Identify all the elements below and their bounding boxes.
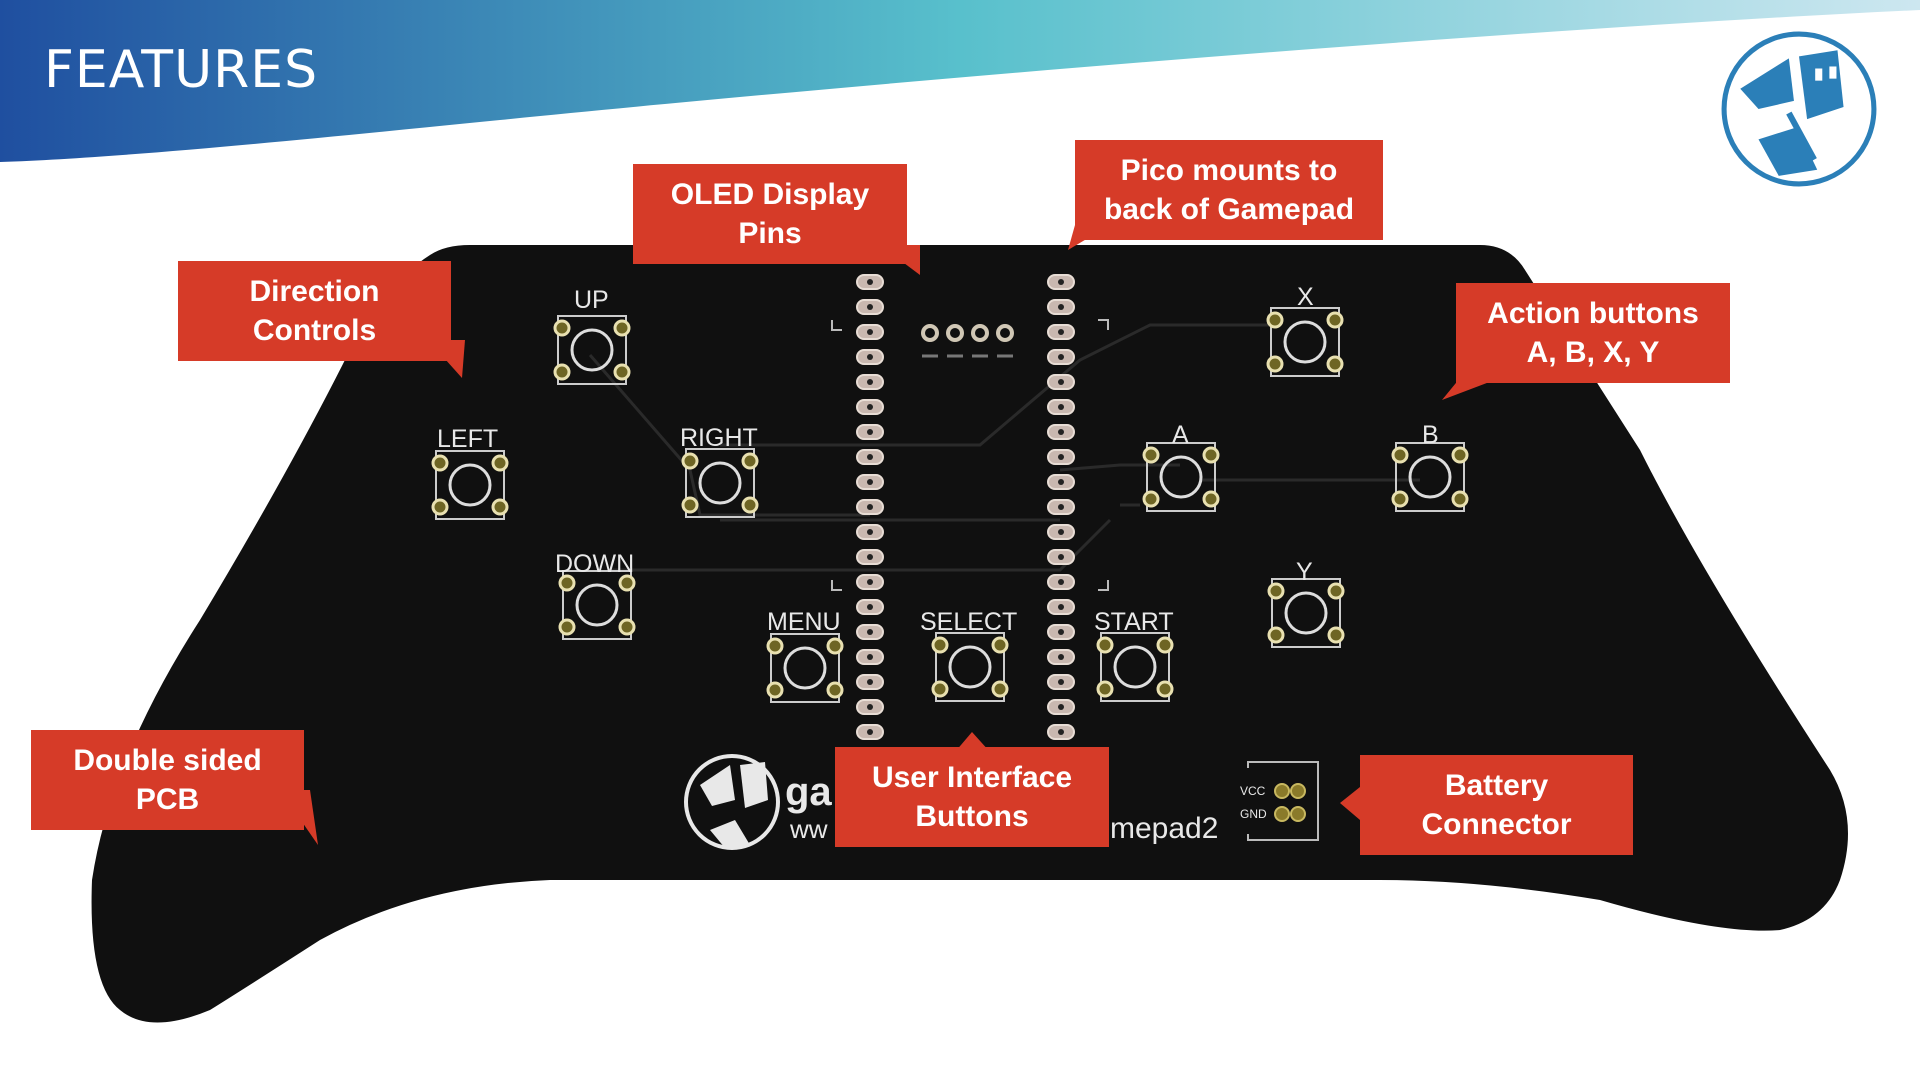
label-select: SELECT	[920, 608, 1017, 636]
brand-text: ga	[785, 770, 832, 814]
label-up: UP	[574, 286, 609, 314]
callout-action-buttons: Action buttons A, B, X, Y	[1456, 283, 1730, 383]
button-menu[interactable]	[766, 633, 844, 703]
button-b[interactable]	[1391, 442, 1469, 512]
oled-pins	[921, 324, 1014, 358]
button-start[interactable]	[1096, 632, 1174, 702]
label-a: A	[1172, 421, 1189, 449]
label-b: B	[1422, 421, 1439, 449]
button-right[interactable]	[681, 448, 759, 518]
gnd-label: GND	[1240, 807, 1267, 821]
label-right: RIGHT	[680, 424, 758, 452]
callout-pico-mount: Pico mounts to back of Gamepad	[1075, 140, 1383, 240]
url-text-right: mepad2	[1110, 812, 1218, 845]
label-start: START	[1094, 608, 1174, 636]
button-y[interactable]	[1267, 578, 1345, 648]
url-text-left: ww	[789, 814, 828, 844]
vcc-label: VCC	[1240, 784, 1266, 798]
callout-double-sided-pcb: Double sided PCB	[31, 730, 304, 830]
button-x[interactable]	[1266, 307, 1344, 377]
callout-battery-connector: Battery Connector	[1360, 755, 1633, 855]
label-menu: MENU	[767, 608, 841, 636]
button-up[interactable]	[553, 315, 631, 385]
button-a[interactable]	[1142, 442, 1220, 512]
label-x: X	[1297, 283, 1314, 311]
label-y: Y	[1296, 558, 1313, 586]
callout-direction-controls: Direction Controls	[178, 261, 451, 361]
slide-title: FEATURES	[44, 40, 319, 100]
button-select[interactable]	[931, 632, 1009, 702]
battery-connector: VCC GND	[1240, 761, 1319, 841]
brand-logo-icon	[684, 754, 780, 850]
button-left[interactable]	[431, 450, 509, 520]
robot-face-logo-icon	[1721, 31, 1877, 187]
label-left: LEFT	[437, 425, 498, 453]
header-banner	[0, 0, 1920, 162]
label-down: DOWN	[555, 550, 634, 578]
button-down[interactable]	[558, 570, 636, 640]
callout-oled-display-pins: OLED Display Pins	[633, 164, 907, 264]
callout-user-interface-buttons: User Interface Buttons	[835, 747, 1109, 847]
